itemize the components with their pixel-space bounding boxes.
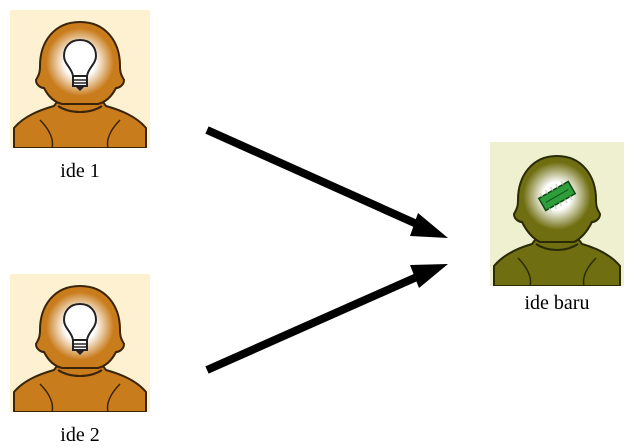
node-label-ide-baru: ide baru: [524, 292, 590, 314]
lightbulb-icon: [62, 38, 98, 92]
arrow-ide-1-to-ide-baru: [205, 126, 448, 238]
head-figure-ide-2: [10, 274, 150, 412]
microchip-icon: [537, 180, 577, 213]
node-label-ide-2: ide 2: [60, 424, 100, 446]
arrow-ide-2-to-ide-baru: [205, 264, 448, 374]
head-figure-ide-baru: [490, 142, 624, 286]
node-label-ide-1: ide 1: [60, 160, 100, 182]
lightbulb-icon: [62, 302, 98, 356]
head-figure-ide-1: [10, 10, 150, 148]
